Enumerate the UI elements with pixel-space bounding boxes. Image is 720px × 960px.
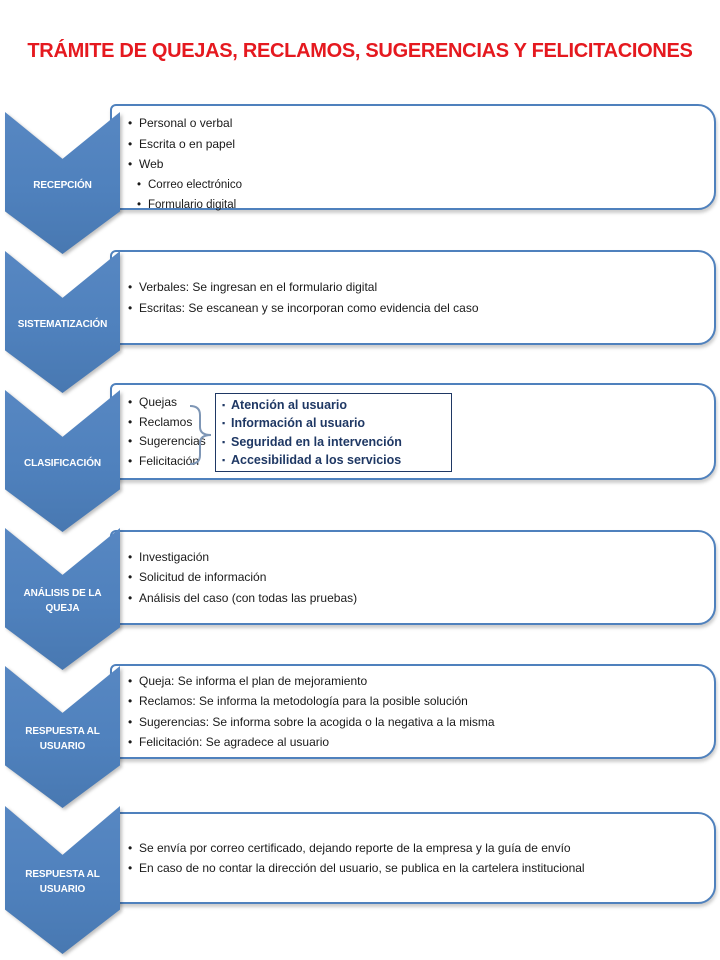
bullet-item: Investigación <box>128 547 698 568</box>
step-respuesta1-box: Queja: Se informa el plan de mejoramient… <box>110 664 716 759</box>
chevron-arrow-shape: RECEPCIÓN <box>5 112 120 254</box>
step-label: ANÁLISIS DE LA QUEJA <box>23 588 102 614</box>
step-label: RESPUESTA AL USUARIO <box>25 869 100 895</box>
bullet-item: Web <box>128 154 698 175</box>
detail-item: Accesibilidad a los servicios <box>222 451 445 470</box>
step-recepcion-box: Personal o verbal Escrita o en papel Web… <box>110 104 716 215</box>
bullet-item: Verbales: Se ingresan en el formulario d… <box>128 277 698 298</box>
step-clasificacion-box: Quejas Reclamos Sugerencias Felicitación… <box>110 383 716 480</box>
bullet-item: Análisis del caso (con todas las pruebas… <box>128 588 698 609</box>
page-title: TRÁMITE DE QUEJAS, RECLAMOS, SUGERENCIAS… <box>27 40 693 62</box>
bullet-item: Se envía por correo certificado, dejando… <box>128 838 698 859</box>
bullet-item: Reclamos: Se informa la metodología para… <box>128 691 698 712</box>
classification-type-list: Quejas Reclamos Sugerencias Felicitación <box>128 393 206 471</box>
chevron-respuesta1: RESPUESTA AL USUARIO <box>5 666 120 808</box>
chevron-recepcion: RECEPCIÓN <box>5 112 120 254</box>
sub-bullet-item: Correo electrónico <box>128 175 698 196</box>
classification-detail-box: Atención al usuario Información al usuar… <box>215 393 452 472</box>
detail-item: Información al usuario <box>222 414 445 433</box>
chevron-sistematizacion: SISTEMATIZACIÓN <box>5 251 120 393</box>
chevron-arrow-shape: RESPUESTA AL USUARIO <box>5 666 120 808</box>
bullet-item: Escrita o en papel <box>128 134 698 155</box>
detail-item: Seguridad en la intervención <box>222 433 445 452</box>
bullet-item: En caso de no contar la dirección del us… <box>128 858 698 879</box>
step-label: CLASIFICACIÓN <box>23 457 102 469</box>
bullet-item: Reclamos <box>128 413 206 433</box>
step-analisis-box: Investigación Solicitud de información A… <box>110 530 716 625</box>
bullet-item: Sugerencias <box>128 432 206 452</box>
sub-bullet-item: Formulario digital <box>128 195 698 216</box>
step-respuesta2-box: Se envía por correo certificado, dejando… <box>110 812 716 904</box>
step-label: SISTEMATIZACIÓN <box>17 318 108 330</box>
detail-item: Atención al usuario <box>222 396 445 415</box>
bullet-item: Quejas <box>128 393 206 413</box>
step-label: RESPUESTA AL USUARIO <box>25 726 100 752</box>
bullet-item: Sugerencias: Se informa sobre la acogida… <box>128 712 698 733</box>
chevron-respuesta2: RESPUESTA AL USUARIO <box>5 806 120 954</box>
chevron-arrow-shape: SISTEMATIZACIÓN <box>5 251 120 393</box>
brace-connector-icon <box>189 405 212 465</box>
chevron-arrow-shape: ANÁLISIS DE LA QUEJA <box>5 528 120 670</box>
chevron-clasificacion: CLASIFICACIÓN <box>5 390 120 532</box>
bullet-item: Personal o verbal <box>128 113 698 134</box>
bullet-item: Solicitud de información <box>128 567 698 588</box>
step-label: RECEPCIÓN <box>33 179 92 191</box>
chevron-arrow-shape: CLASIFICACIÓN <box>5 390 120 532</box>
chevron-arrow-shape: RESPUESTA AL USUARIO <box>5 806 120 954</box>
bullet-item: Felicitación: Se agradece al usuario <box>128 732 698 753</box>
bullet-item: Felicitación <box>128 452 206 472</box>
chevron-analisis: ANÁLISIS DE LA QUEJA <box>5 528 120 670</box>
step-sistematizacion-box: Verbales: Se ingresan en el formulario d… <box>110 250 716 345</box>
bullet-item: Escritas: Se escanean y se incorporan co… <box>128 298 698 319</box>
bullet-item: Queja: Se informa el plan de mejoramient… <box>128 671 698 692</box>
